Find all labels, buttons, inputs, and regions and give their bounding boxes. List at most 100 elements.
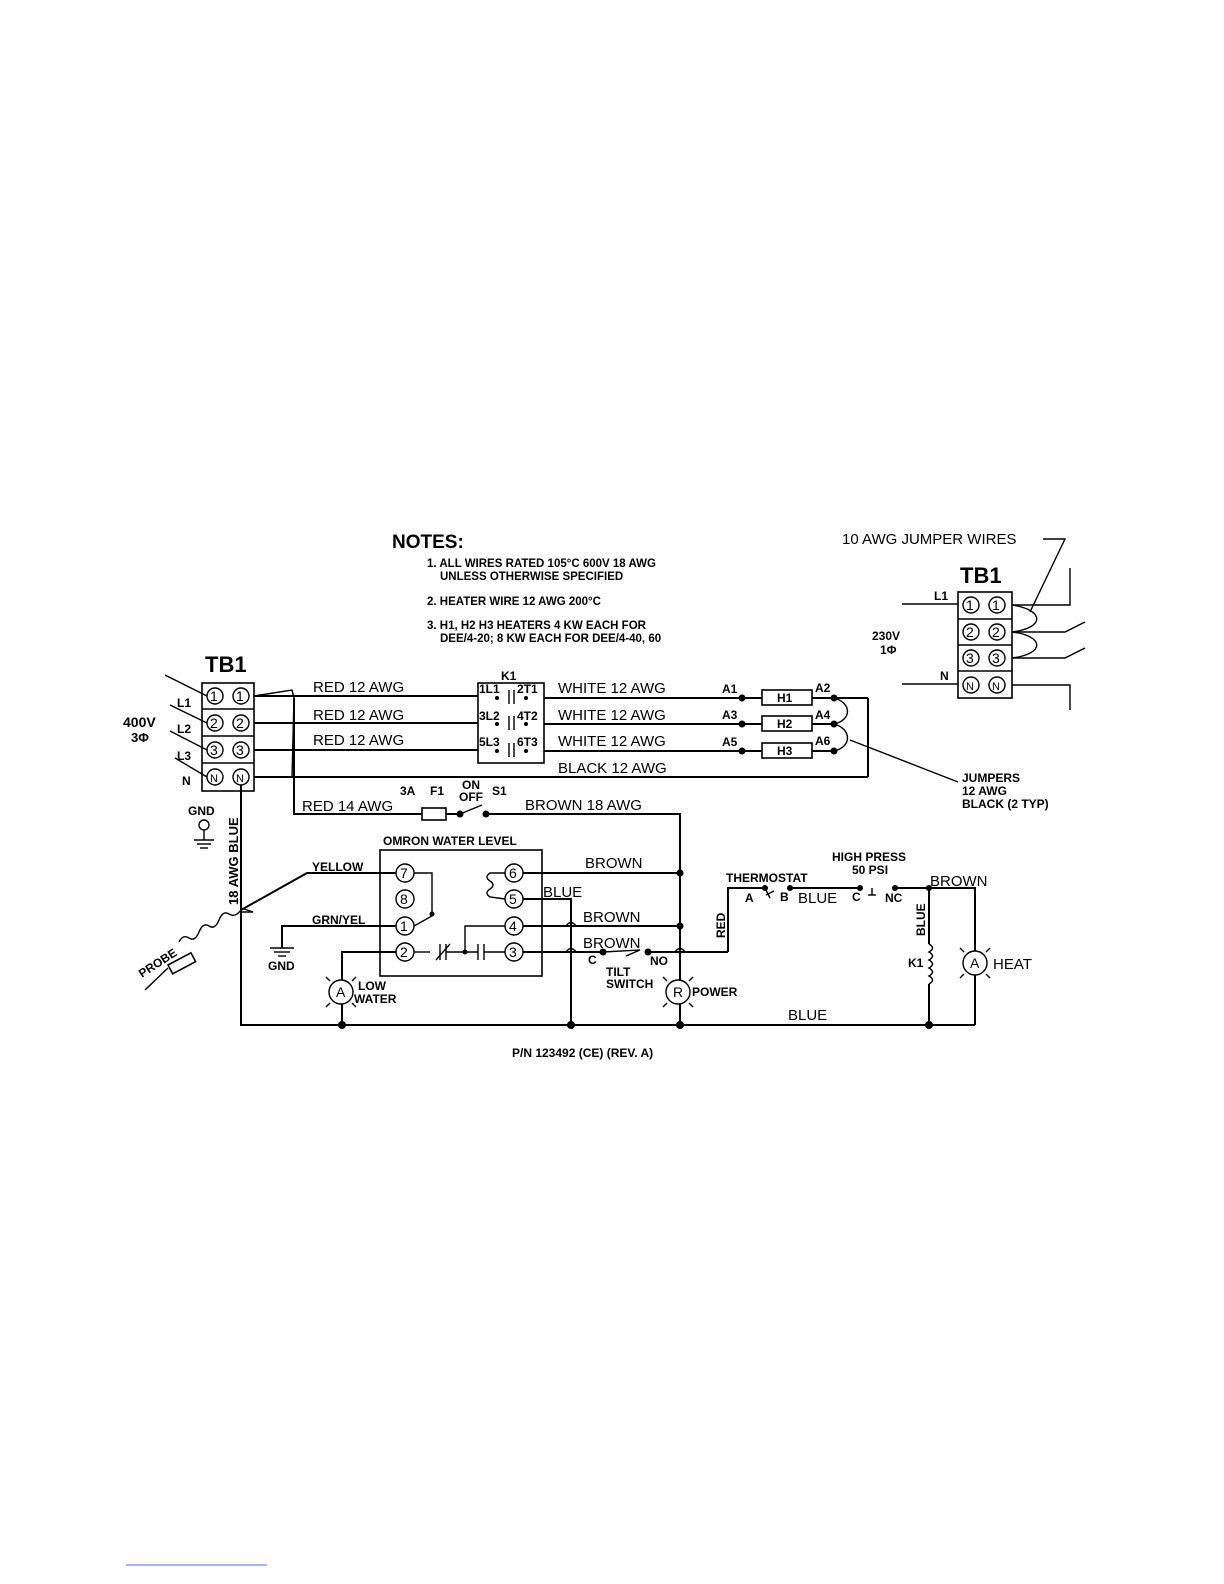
- tilt-label-2: SWITCH: [606, 977, 653, 991]
- tb1l-n: N: [182, 774, 191, 788]
- heater-a5: A5: [722, 735, 738, 749]
- k1-box: [477, 682, 545, 764]
- wire-red-3: RED 12 AWG: [313, 732, 404, 749]
- switch-on: ON: [462, 778, 480, 792]
- omron-water-level: OMRON WATER LEVEL 7 8 1 2 6 5 4 3: [379, 834, 543, 977]
- low-water-symbol: A: [336, 984, 346, 1000]
- omron-pin-1: 1: [400, 918, 408, 934]
- ground-symbol-omron: GND: [268, 947, 295, 973]
- omron-pin-4: 4: [509, 918, 517, 934]
- k1-pin-4t2: 4T2: [517, 709, 538, 723]
- part-number: P/N 123492 (CE) (REV. A): [512, 1046, 653, 1060]
- notes-title: NOTES:: [392, 532, 464, 553]
- k1-pin-1l1: 1L1: [479, 682, 500, 696]
- note-1a: 1. ALL WIRES RATED 105°C 600V 18 AWG: [427, 558, 656, 570]
- omron-pin-2: 2: [400, 944, 408, 960]
- high-press-label: HIGH PRESS: [832, 850, 906, 864]
- omron-pin-3: 3: [509, 944, 517, 960]
- tilt-c: C: [588, 953, 597, 967]
- omron-pin-6: 6: [509, 865, 517, 881]
- low-water-label-1: LOW: [358, 979, 387, 993]
- low-water-lamp: A LOW WATER: [325, 951, 397, 1025]
- k1-label: K1: [501, 669, 517, 683]
- omron-pin-5: 5: [509, 891, 517, 907]
- tb1l-l3: L3: [177, 749, 191, 763]
- ground-symbol-left: GND: [188, 804, 215, 849]
- tb1r-t3a: 3: [966, 650, 974, 666]
- k1-coil-label: K1: [908, 956, 924, 970]
- tb1l-t3a: 3: [210, 742, 218, 758]
- tb1l-t1a: 1: [210, 688, 218, 704]
- heat-lamp-label: HEAT: [993, 956, 1032, 973]
- tb1r-phase: 1Φ: [880, 643, 897, 657]
- wire-grn-yel: GRN/YEL: [312, 913, 365, 927]
- wire-blue-vertical: BLUE: [914, 903, 928, 936]
- tb1r-t3b: 3: [992, 650, 1000, 666]
- wire-white-1: WHITE 12 AWG: [558, 680, 666, 697]
- wire-brown-right: BROWN: [930, 873, 988, 890]
- tb1l-l2: L2: [177, 722, 191, 736]
- omron-title: OMRON WATER LEVEL: [383, 834, 517, 848]
- switch-off: OFF: [459, 790, 483, 804]
- tb1r-n: N: [940, 669, 949, 683]
- tb1r-tNb: N: [992, 681, 1000, 693]
- wire-18awg-blue: 18 AWG BLUE: [226, 817, 241, 905]
- jumper-wires-leader: [1029, 538, 1067, 613]
- heat-lamp-symbol: A: [970, 955, 980, 971]
- tilt-no: NO: [650, 954, 668, 968]
- wire-blue-bottom: BLUE: [788, 1007, 827, 1024]
- probe: PROBE: [136, 907, 254, 991]
- psi-label: 50 PSI: [852, 863, 888, 877]
- tb1-right-title: TB1: [960, 563, 1002, 588]
- tb1r-l1: L1: [934, 589, 948, 603]
- omron-coil: [486, 872, 506, 900]
- tb1r-tNa: N: [966, 681, 974, 693]
- probe-body: [166, 951, 197, 975]
- thermostat-b: B: [780, 890, 789, 904]
- wire-brown-18: BROWN 18 AWG: [525, 797, 642, 814]
- press-nc: NC: [885, 891, 903, 905]
- press-c: C: [852, 890, 861, 904]
- jumpers-line1: JUMPERS: [962, 771, 1020, 785]
- tilt-label-1: TILT: [606, 965, 631, 979]
- wire-black: BLACK 12 AWG: [558, 760, 667, 777]
- heat-lamp: A HEAT: [959, 947, 1032, 979]
- note-3a: 3. H1, H2 H3 HEATERS 4 KW EACH FOR: [427, 620, 647, 632]
- wire-red-14: RED 14 AWG: [302, 798, 393, 815]
- tb1-left-title: TB1: [205, 652, 247, 677]
- thermostat-a: A: [745, 891, 754, 905]
- wire-red-2: RED 12 AWG: [313, 707, 404, 724]
- jumper-a2-a4: [833, 697, 849, 725]
- tb1r-t2b: 2: [992, 624, 1000, 640]
- k1-pin-3l2: 3L2: [479, 709, 500, 723]
- tb1l-t3b: 3: [236, 742, 244, 758]
- tb1l-t2a: 2: [210, 715, 218, 731]
- thermostat-label: THERMOSTAT: [726, 871, 808, 885]
- tb1r-t1b: 1: [992, 597, 1000, 613]
- heater-a3: A3: [722, 708, 738, 722]
- tb1l-t1b: 1: [236, 688, 244, 704]
- k1-coil: BLUE K1: [908, 888, 934, 1025]
- tilt-switch: C NO TILT SWITCH: [588, 947, 728, 991]
- wire-white-3: WHITE 12 AWG: [558, 733, 666, 750]
- fuse-f1: [421, 807, 447, 821]
- wire-red-1: RED 12 AWG: [313, 679, 404, 696]
- note-3b: DEE/4-20; 8 KW EACH FOR DEE/4-40, 60: [440, 633, 661, 645]
- tb1l-tNa: N: [210, 773, 218, 785]
- fuse-label: F1: [430, 784, 444, 798]
- tb1r-voltage: 230V: [872, 629, 900, 643]
- gnd-omron-label: GND: [268, 959, 295, 973]
- heater-a6: A6: [815, 734, 831, 748]
- k1-pin-2t1: 2T1: [517, 682, 538, 696]
- fuse-rating: 3A: [400, 784, 416, 798]
- tb1l-t2b: 2: [236, 715, 244, 731]
- wire-brown-3: BROWN: [583, 935, 641, 952]
- heater-h1-label: H1: [777, 691, 793, 705]
- jumpers-note: JUMPERS 12 AWG BLACK (2 TYP): [849, 739, 1049, 811]
- heaters: A1 A3 A5 A2 A4 A6 H1 H2 H3: [722, 681, 869, 777]
- jumpers-line2: 12 AWG: [962, 784, 1007, 798]
- tb1l-voltage: 400V: [123, 714, 156, 730]
- jumper-a4-a6: [833, 723, 849, 752]
- tb1r-t1a: 1: [966, 597, 974, 613]
